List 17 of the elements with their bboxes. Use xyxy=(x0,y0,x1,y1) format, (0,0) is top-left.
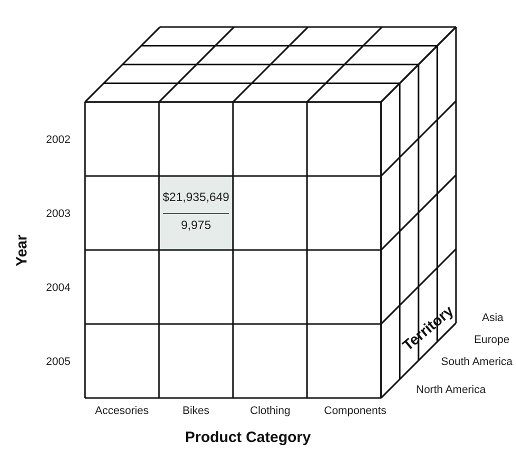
axis-label: North America xyxy=(416,384,486,396)
axis-label: 2002 xyxy=(46,134,70,146)
value-text: $21,935,649 xyxy=(162,190,230,204)
axis-label: 2003 xyxy=(46,208,70,220)
highlighted-cell xyxy=(159,176,233,250)
axis-title: Product Category xyxy=(185,428,311,446)
axis-label: South America xyxy=(441,356,513,368)
axis-title: Year xyxy=(13,234,30,266)
axis-label: 2005 xyxy=(46,356,70,368)
axis-label: Clothing xyxy=(250,405,290,417)
axis-label: Europe xyxy=(474,334,510,346)
value-text: 9,975 xyxy=(180,218,212,232)
axis-label: 2004 xyxy=(46,282,70,294)
axis-label: Components xyxy=(324,405,386,417)
axis-label: Asia xyxy=(482,312,504,324)
axis-label: Bikes xyxy=(182,405,210,417)
axis-label: Accesories xyxy=(95,405,149,417)
